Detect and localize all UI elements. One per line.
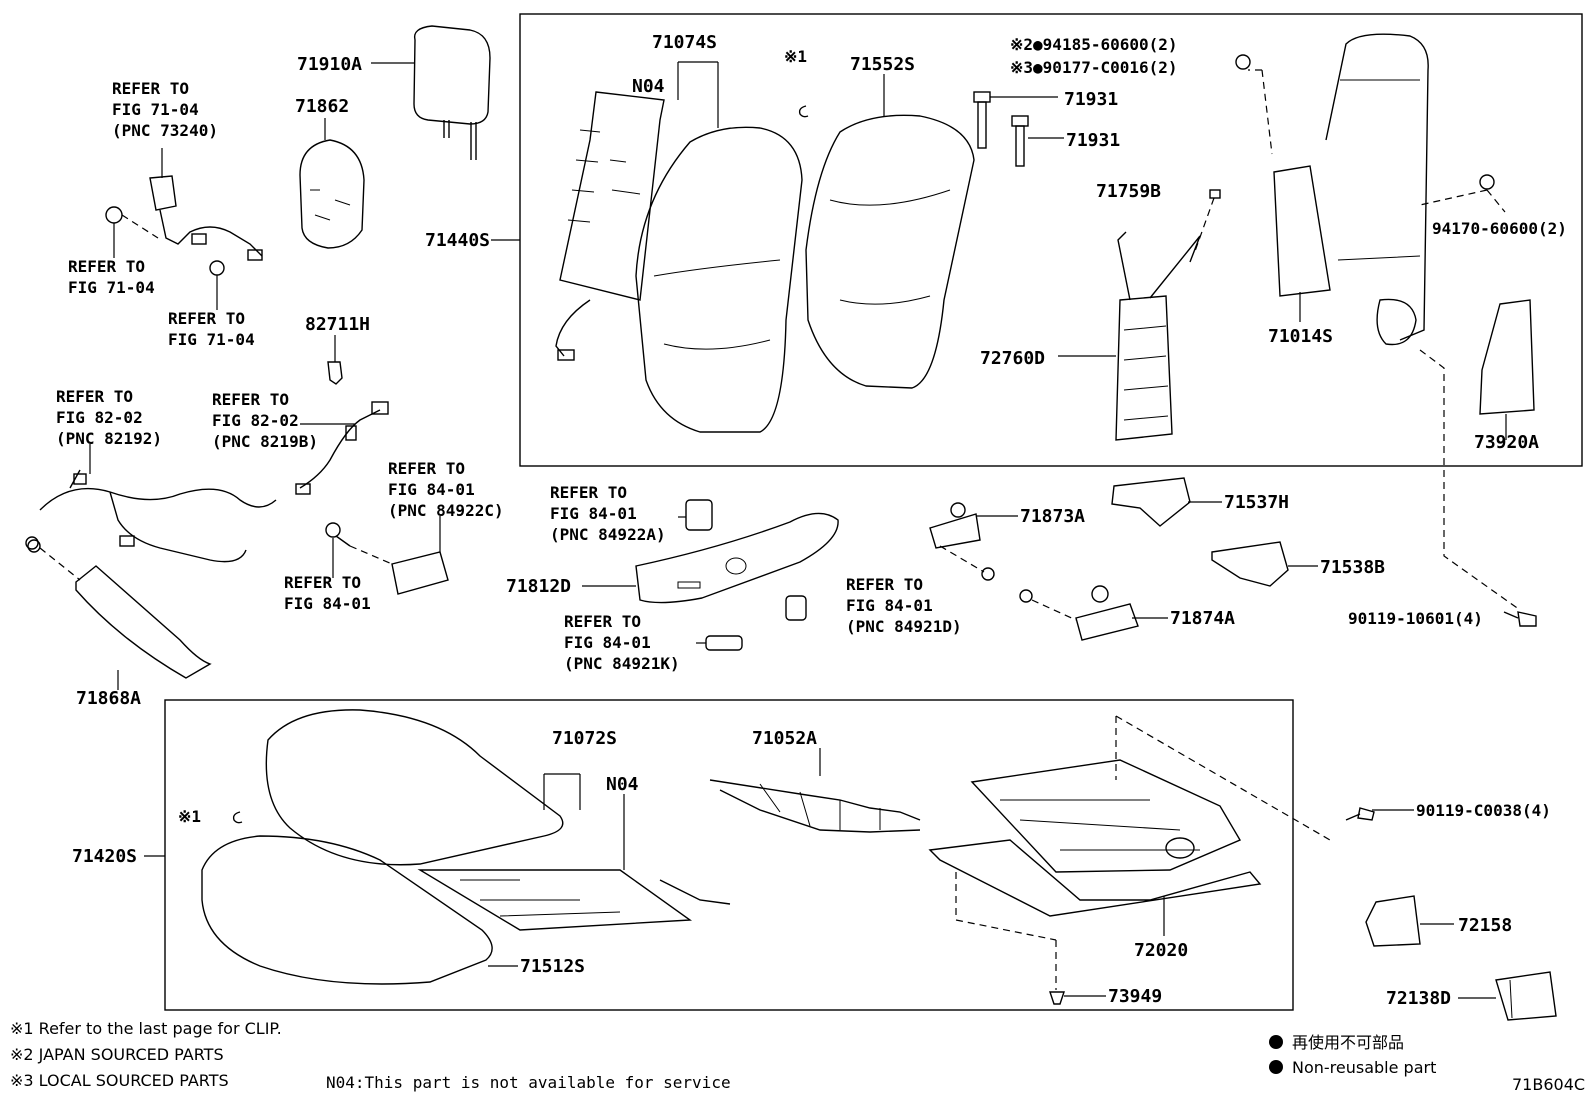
- nut-94170: [1479, 174, 1495, 190]
- lumbar-support-drawing: [1115, 189, 1221, 441]
- label-71873A: 71873A: [1020, 506, 1085, 527]
- label-71862: 71862: [295, 96, 349, 117]
- cover-72158-drawing: [1365, 895, 1421, 947]
- bracket-71873A-drawing: [929, 502, 981, 549]
- label-71420S: 71420S: [72, 846, 137, 867]
- cushion-spring-drawing: [709, 779, 921, 833]
- side-cover-71868A-drawing: [27, 539, 212, 679]
- bracket-71537H-drawing: [1111, 477, 1191, 527]
- nut-94185: [1235, 54, 1251, 70]
- label-72138D: 72138D: [1386, 988, 1451, 1009]
- label-71931-b: 71931: [1066, 130, 1120, 151]
- cushion-pad-drawing: [265, 709, 564, 866]
- label-90119-10601: 90119-10601(4): [1348, 609, 1483, 628]
- label-71868A: 71868A: [76, 688, 141, 709]
- legend-dot-en: [1269, 1060, 1283, 1074]
- legend-non-reusable-jp: 再使用不可部品: [1292, 1033, 1404, 1052]
- label-94185: ※2●94185-60600(2): [1010, 35, 1178, 54]
- clip-c-bottom: [232, 811, 243, 824]
- cushion-cover-drawing: [201, 835, 493, 985]
- headrest-guide-drawing: [973, 91, 1029, 167]
- label-71552S: 71552S: [850, 54, 915, 75]
- label-90119-C0038: 90119-C0038(4): [1416, 801, 1551, 820]
- clip-82711H-drawing: [327, 361, 343, 385]
- diagram-code: 71B604C: [1512, 1075, 1585, 1094]
- label-71072S: 71072S: [552, 728, 617, 749]
- label-71074S: 71074S: [652, 32, 717, 53]
- label-71759B: 71759B: [1096, 181, 1161, 202]
- bolt-90119-C0038-drawing: [1345, 807, 1375, 821]
- cushion-heater-drawing: [417, 869, 731, 931]
- legend-non-reusable-en: Non-reusable part: [1292, 1058, 1436, 1077]
- side-shield-71812D-drawing: [635, 512, 839, 604]
- note-clip: ※1 Refer to the last page for CLIP.: [10, 1019, 282, 1038]
- label-71537H: 71537H: [1224, 492, 1289, 513]
- label-71910A: 71910A: [297, 54, 362, 75]
- label-72020: 72020: [1134, 940, 1188, 961]
- cover-72138D-drawing: [1495, 971, 1557, 1021]
- seat-adjuster-drawing: [928, 759, 1262, 917]
- knob-84921K-drawing: [705, 635, 743, 651]
- note-n04: N04:This part is not available for servi…: [326, 1073, 731, 1092]
- label-clip-note-bottom: ※1: [178, 807, 201, 826]
- knob-84921D-drawing: [785, 595, 807, 621]
- wire-harness-82192-drawing: [25, 469, 277, 563]
- bracket-71538B-drawing: [1211, 541, 1289, 587]
- switch-84922A-drawing: [685, 499, 713, 531]
- label-71874A: 71874A: [1170, 608, 1235, 629]
- label-71014S: 71014S: [1268, 326, 1333, 347]
- headrest-pad-drawing: [299, 139, 365, 249]
- legend-dot-jp: [1269, 1035, 1283, 1049]
- seatback-heater-drawing: [555, 91, 665, 361]
- hinge-71874A-drawing: [1019, 585, 1139, 641]
- headrest-drawing: [413, 25, 491, 160]
- cushion-group-box: [164, 699, 1294, 1011]
- label-94170: 94170-60600(2): [1432, 219, 1567, 238]
- note-local-sourced: ※3 LOCAL SOURCED PARTS: [10, 1071, 229, 1090]
- clip-c-top: [798, 105, 809, 118]
- label-71440S: 71440S: [425, 230, 490, 251]
- label-71512S: 71512S: [520, 956, 585, 977]
- label-90177: ※3●90177-C0016(2): [1010, 58, 1178, 77]
- side-trim-73920A-drawing: [1479, 299, 1535, 415]
- label-73949: 73949: [1108, 986, 1162, 1007]
- label-n04-top: N04: [632, 76, 665, 97]
- bolt-90119-10601-drawing: [1503, 611, 1537, 627]
- label-n04-bottom: N04: [606, 774, 639, 795]
- label-73920A: 73920A: [1474, 432, 1539, 453]
- seatback-pad-drawing: [635, 126, 803, 433]
- label-82711H: 82711H: [305, 314, 370, 335]
- label-71812D: 71812D: [506, 576, 571, 597]
- seatback-group-box: [519, 13, 1583, 467]
- switch-84922C-drawing: [325, 522, 449, 595]
- label-72158: 72158: [1458, 915, 1512, 936]
- seatback-cover-drawing: [805, 114, 975, 389]
- clip-73949-drawing: [1049, 991, 1065, 1005]
- seatback-frame-drawing: [1273, 33, 1429, 346]
- label-clip-note-top: ※1: [784, 47, 807, 66]
- label-71931-a: 71931: [1064, 89, 1118, 110]
- note-japan-sourced: ※2 JAPAN SOURCED PARTS: [10, 1045, 224, 1064]
- label-71538B: 71538B: [1320, 557, 1385, 578]
- label-72760D: 72760D: [980, 348, 1045, 369]
- seatbelt-buckle-drawing: [105, 175, 263, 276]
- label-71052A: 71052A: [752, 728, 817, 749]
